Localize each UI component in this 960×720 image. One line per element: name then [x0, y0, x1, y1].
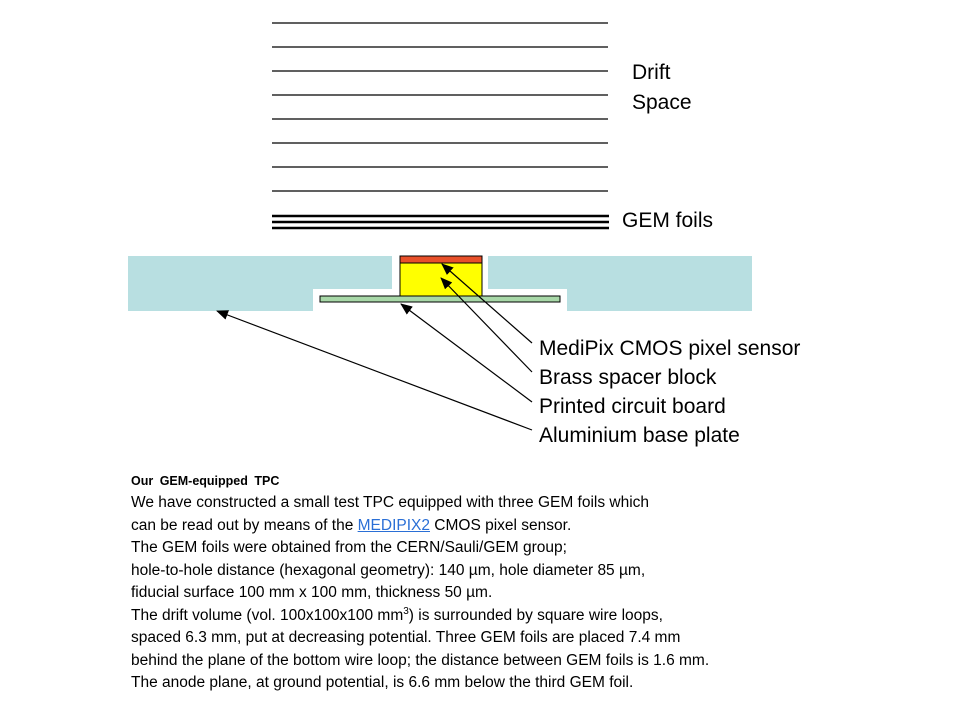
- callout-base-plate: Aluminium base plate: [539, 424, 740, 447]
- medipix-sensor: [399, 255, 483, 264]
- description-line: fiducial surface 100 mm x 100 mm, thickn…: [131, 584, 493, 601]
- callout-spacer: Brass spacer block: [539, 366, 717, 389]
- callout-labels: MediPix CMOS pixel sensor Brass spacer b…: [539, 334, 800, 450]
- callout-sensor: MediPix CMOS pixel sensor: [539, 337, 801, 360]
- tpc-diagram: [128, 22, 752, 431]
- description-line: hole-to-hole distance (hexagonal geometr…: [131, 561, 646, 579]
- description-line: The drift volume (vol. 100x100x100 mm3) …: [131, 605, 851, 628]
- description-text: CMOS pixel sensor.: [429, 516, 572, 534]
- medipix2-link[interactable]: MEDIPIX2: [357, 516, 430, 534]
- description-line: We have constructed a small test TPC equ…: [131, 494, 650, 511]
- drift-space-label: Drift Space: [632, 58, 692, 118]
- description-text: The drift volume (vol. 100x100x100 mm: [131, 606, 404, 624]
- gem-foils-label: GEM foils: [622, 209, 714, 232]
- description-line: spaced 6.3 mm, put at decreasing potenti…: [131, 629, 681, 646]
- arrow-spacer: [440, 277, 533, 373]
- drift-wire-loops: [272, 22, 608, 192]
- description-text: ) is surrounded by square wire loops,: [408, 606, 663, 624]
- arrow-sensor: [441, 263, 533, 344]
- description-text: can be read out by means of the: [131, 516, 358, 534]
- description-line: The GEM foils were obtained from the CER…: [131, 539, 567, 556]
- drift-label-line2: Space: [632, 91, 692, 114]
- brass-spacer-block: [399, 261, 483, 297]
- description-line: behind the plane of the bottom wire loop…: [131, 651, 710, 669]
- arrow-pcb: [400, 303, 533, 403]
- description-line: can be read out by means of the MEDIPIX2…: [131, 515, 851, 538]
- aluminium-base-plate: [128, 256, 752, 311]
- description-block: Our GEM-equipped TPC We have constructed…: [131, 470, 851, 695]
- printed-circuit-board: [319, 295, 561, 303]
- callout-pcb: Printed circuit board: [539, 395, 726, 418]
- description-heading: Our GEM-equipped TPC: [131, 474, 280, 488]
- callout-arrows: [216, 263, 533, 431]
- description-line: The anode plane, at ground potential, is…: [131, 674, 634, 691]
- drift-label-line1: Drift: [632, 61, 671, 84]
- arrow-base-plate: [216, 310, 533, 431]
- superscript-3: 3: [403, 605, 409, 617]
- gem-foils: [272, 214, 609, 230]
